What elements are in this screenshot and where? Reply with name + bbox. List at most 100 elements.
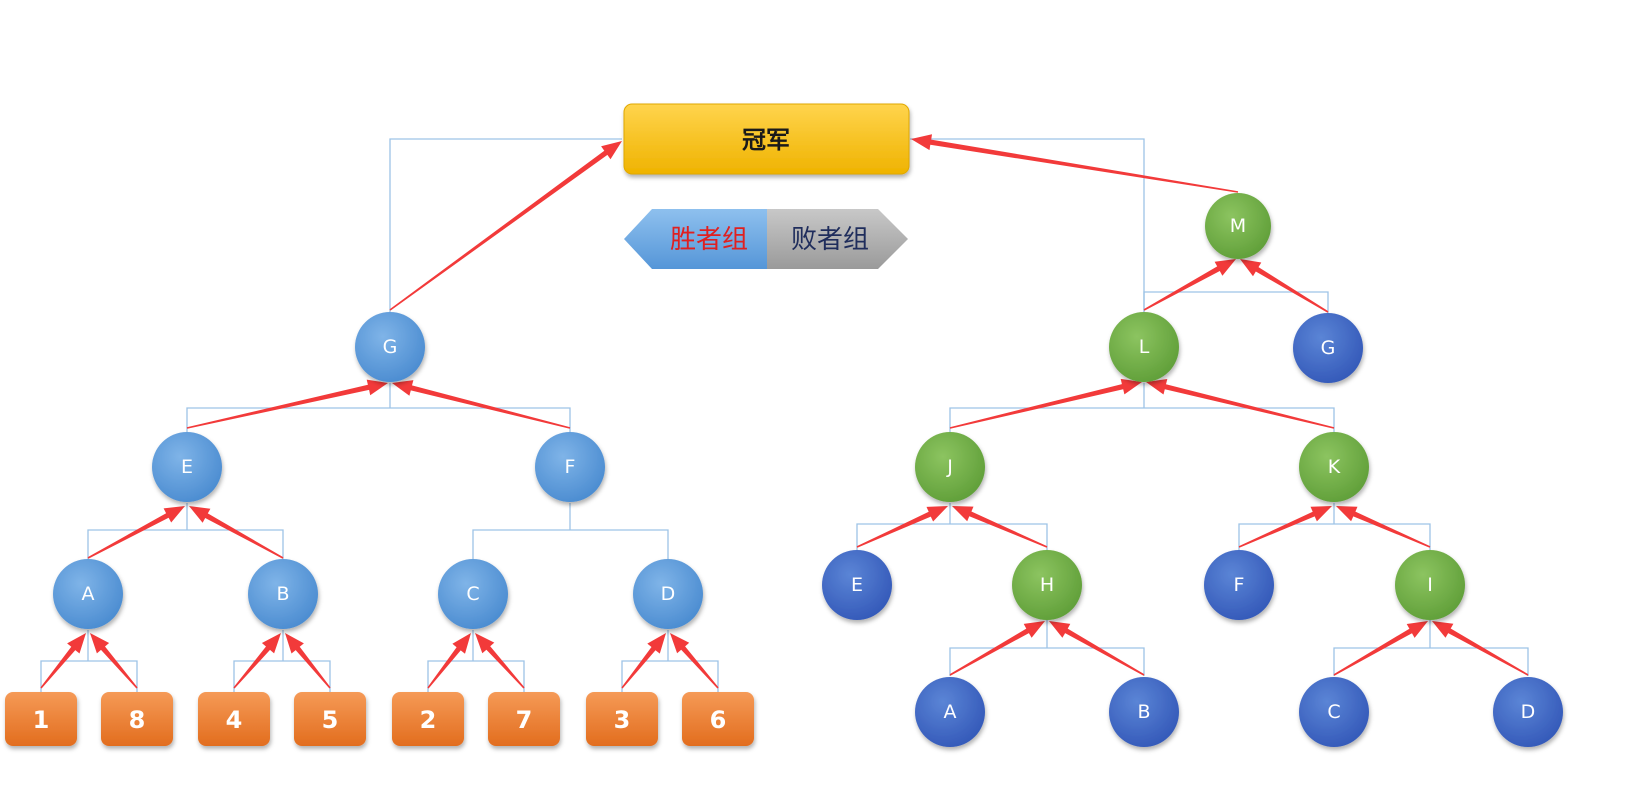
connector-i-children	[1333, 647, 1529, 676]
arrow-j-to-l	[949, 378, 1142, 429]
node-b-losers: B	[1109, 677, 1179, 747]
connector-f-children	[472, 529, 669, 559]
arrow-7-to-c	[475, 633, 525, 689]
leaf-4-label: 4	[226, 706, 243, 734]
arrow-2-to-c	[427, 633, 471, 689]
node-g-winners: G	[355, 312, 425, 382]
arrow-g-to-champion	[389, 141, 622, 311]
node-c-losers-label: C	[1327, 701, 1340, 723]
connector-g-children	[186, 407, 571, 432]
arrow-l-to-m	[1143, 259, 1236, 311]
leaf-5-label: 5	[322, 706, 339, 734]
arrow-b-to-h	[1049, 621, 1145, 676]
node-h-losers: H	[1012, 550, 1082, 620]
connector-k-children	[1238, 523, 1431, 550]
node-e-losers-label: E	[851, 574, 863, 596]
node-f-winners-label: F	[565, 456, 576, 478]
node-f-losers: F	[1204, 550, 1274, 620]
node-f-losers-label: F	[1234, 574, 1245, 596]
arrow-h-to-j	[952, 506, 1048, 548]
node-k-losers-label: K	[1328, 456, 1341, 478]
node-e-losers: E	[822, 550, 892, 620]
champion-box	[623, 103, 910, 175]
node-m-losers: M	[1205, 193, 1271, 259]
arrow-e-to-j	[856, 506, 948, 548]
arrow-5-to-b	[285, 633, 331, 689]
node-b-winners-label: B	[276, 583, 289, 605]
node-l-losers-label: L	[1139, 336, 1150, 358]
leaf-7: 7	[488, 692, 560, 746]
legend-winners-label: 胜者组	[670, 225, 748, 255]
node-h-losers-label: H	[1040, 574, 1054, 596]
node-b-winners: B	[248, 559, 318, 629]
arrow-a-to-e	[87, 506, 185, 559]
leaf-6: 6	[682, 692, 754, 746]
node-j-losers: J	[915, 432, 985, 502]
arrow-6-to-d	[670, 633, 719, 689]
node-d-winners-label: D	[661, 583, 676, 605]
legend-winners-shape	[624, 209, 767, 269]
connector-m-children	[1143, 291, 1329, 314]
legend-losers-shape	[767, 209, 908, 269]
node-a-winners-label: A	[82, 583, 95, 605]
node-c-losers: C	[1299, 677, 1369, 747]
arrow-3-to-d	[621, 633, 666, 689]
leaf-3: 3	[586, 692, 658, 746]
leaf-8: 8	[101, 692, 173, 746]
connector-g-to-champion	[389, 138, 622, 312]
connector-d-children	[621, 660, 719, 692]
node-l-losers: L	[1109, 312, 1179, 382]
node-a-losers-label: A	[944, 701, 957, 723]
node-d-losers-label: D	[1521, 701, 1536, 723]
leaf-7-label: 7	[516, 706, 533, 734]
arrow-k-to-l	[1146, 379, 1335, 429]
arrow-1-to-a	[40, 633, 86, 689]
node-a-winners: A	[53, 559, 123, 629]
node-j-losers-label: J	[946, 456, 953, 478]
arrow-f-to-g	[392, 380, 571, 429]
arrow-a-to-h	[949, 621, 1045, 676]
advancement-arrows	[40, 134, 1529, 689]
node-d-winners: D	[633, 559, 703, 629]
node-d-losers: D	[1493, 677, 1563, 747]
leaf-6-label: 6	[710, 706, 727, 734]
arrow-b-to-e	[189, 506, 284, 559]
leaf-5: 5	[294, 692, 366, 746]
leaf-8-label: 8	[129, 706, 146, 734]
arrow-g-to-m	[1240, 259, 1329, 313]
connector-j-children	[856, 523, 1048, 550]
node-c-winners: C	[438, 559, 508, 629]
connector-l-children	[949, 407, 1335, 432]
connector-a-children	[40, 660, 138, 692]
node-b-losers-label: B	[1137, 701, 1150, 723]
arrow-i-to-k	[1336, 506, 1431, 548]
connector-lines	[40, 138, 1529, 692]
node-i-losers: I	[1395, 550, 1465, 620]
leaf-1-label: 1	[33, 706, 50, 734]
node-g-losers-label: G	[1321, 337, 1336, 359]
leaf-4: 4	[198, 692, 270, 746]
node-c-winners-label: C	[466, 583, 479, 605]
leaf-2: 2	[392, 692, 464, 746]
losers-bracket: M L G J K E H F I A B C D	[822, 193, 1563, 747]
leaf-1: 1	[5, 692, 77, 746]
arrow-d-to-i	[1432, 621, 1529, 676]
node-e-winners: E	[152, 432, 222, 502]
node-k-losers: K	[1299, 432, 1369, 502]
winners-bracket: G E F A B C D 1 8 4 5 2 7 3 6	[5, 312, 754, 746]
leaf-2-label: 2	[420, 706, 437, 734]
node-i-losers-label: I	[1427, 574, 1433, 596]
node-e-winners-label: E	[181, 456, 193, 478]
legend: 胜者组 败者组	[624, 209, 908, 269]
connector-h-children	[949, 647, 1145, 676]
arrow-f-to-k	[1238, 506, 1332, 548]
node-a-losers: A	[915, 677, 985, 747]
arrow-m-to-champion	[911, 134, 1239, 193]
legend-losers-label: 败者组	[791, 225, 869, 255]
connector-l-to-champion	[910, 138, 1145, 312]
node-f-winners: F	[535, 432, 605, 502]
champion-label: 冠军	[742, 126, 790, 154]
node-g-winners-label: G	[383, 336, 398, 358]
arrow-8-to-a	[90, 633, 138, 689]
